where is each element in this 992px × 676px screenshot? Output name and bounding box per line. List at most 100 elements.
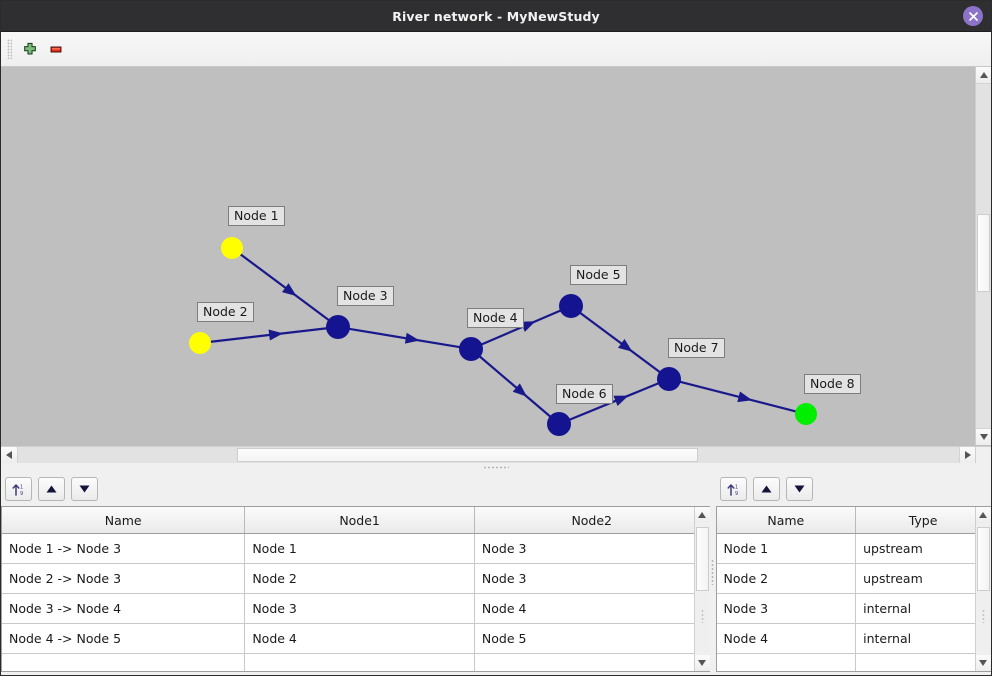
graph-node-label-node-6[interactable]: Node 6: [556, 384, 613, 404]
graph-horizontal-scrollbar[interactable]: [1, 446, 976, 463]
graph-node-label-node-1[interactable]: Node 1: [228, 206, 285, 226]
table-cell[interactable]: [716, 653, 857, 671]
reaches-table-row[interactable]: [2, 653, 710, 671]
table-cell[interactable]: Node 3: [474, 563, 710, 594]
graph-node-node-6[interactable]: [547, 412, 571, 436]
table-cell[interactable]: internal: [855, 623, 991, 654]
graph-node-label-node-5[interactable]: Node 5: [570, 265, 627, 285]
table-cell[interactable]: Node 5: [474, 623, 710, 654]
table-cell[interactable]: upstream: [855, 563, 991, 594]
graph-edge[interactable]: [209, 327, 328, 343]
close-button[interactable]: [963, 6, 983, 26]
scroll-right-button[interactable]: [959, 447, 976, 463]
column-header-node2[interactable]: Node2: [474, 507, 710, 534]
nodes-move-up-button[interactable]: [752, 477, 780, 501]
graph-node-label-node-8[interactable]: Node 8: [804, 374, 861, 394]
graph-edge[interactable]: [478, 355, 552, 418]
table-cell[interactable]: Node 4: [474, 593, 710, 624]
reaches-scroll-up-button[interactable]: [694, 507, 710, 523]
nodes-table-scrollbar[interactable]: [974, 507, 991, 671]
table-cell[interactable]: Node 1 -> Node 3: [2, 533, 246, 564]
nodes-scroll-down-button[interactable]: [975, 655, 991, 671]
reaches-scroll-down-button[interactable]: [694, 655, 710, 671]
table-cell[interactable]: Node 2: [244, 563, 475, 594]
graph-hscroll-thumb[interactable]: [237, 448, 698, 462]
table-cell[interactable]: Node 3: [716, 593, 857, 624]
nodes-scroll-up-button[interactable]: [975, 507, 991, 523]
table-cell[interactable]: Node 4: [244, 623, 475, 654]
table-cell[interactable]: [855, 653, 991, 671]
graph-node-label-node-7[interactable]: Node 7: [668, 338, 725, 358]
toolbar-grip[interactable]: [7, 39, 12, 59]
reaches-move-up-button[interactable]: [38, 477, 65, 501]
graph-node-node-4[interactable]: [459, 337, 483, 361]
graph-edge[interactable]: [579, 311, 661, 374]
table-cell[interactable]: Node 2: [716, 563, 857, 594]
table-cell[interactable]: [474, 653, 710, 671]
graph-node-label-node-3[interactable]: Node 3: [337, 286, 394, 306]
table-cell[interactable]: upstream: [855, 533, 991, 564]
graph-node-label-node-4[interactable]: Node 4: [467, 308, 524, 328]
nodes-move-down-button[interactable]: [785, 477, 813, 501]
graph-edge[interactable]: [568, 382, 660, 421]
table-cell[interactable]: internal: [855, 593, 991, 624]
graph-vertical-scrollbar[interactable]: [975, 67, 991, 445]
graph-node-node-7[interactable]: [657, 367, 681, 391]
add-node-button[interactable]: [17, 36, 43, 62]
graph-edge[interactable]: [679, 380, 797, 413]
nodes-table-row[interactable]: [716, 653, 991, 671]
nodes-scroll-thumb[interactable]: [976, 527, 990, 591]
graph-edge-arrow-icon: [281, 283, 297, 297]
graph-vscroll-thumb[interactable]: [977, 214, 990, 292]
column-header-node1[interactable]: Node1: [244, 507, 475, 534]
column-header-type[interactable]: Type: [855, 507, 991, 534]
table-cell[interactable]: Node 3: [474, 533, 710, 564]
graph-nodes: [189, 237, 817, 436]
reaches-sort-button[interactable]: 1 9: [5, 477, 32, 501]
column-header-name[interactable]: Name: [2, 507, 246, 534]
scroll-up-button[interactable]: [976, 67, 991, 84]
graph-node-node-3[interactable]: [326, 315, 350, 339]
graph-edge[interactable]: [239, 253, 330, 322]
nodes-scroll-track[interactable]: [975, 523, 991, 655]
table-cell[interactable]: Node 3: [244, 593, 475, 624]
table-cell[interactable]: Node 4: [716, 623, 857, 654]
triangle-right-icon: [965, 451, 971, 459]
table-cell[interactable]: Node 4 -> Node 5: [2, 623, 246, 654]
graph-node-node-8[interactable]: [795, 403, 817, 425]
scroll-left-button[interactable]: [1, 447, 18, 463]
table-cell[interactable]: [244, 653, 475, 671]
graph-node-label-node-2[interactable]: Node 2: [197, 302, 254, 322]
remove-node-button[interactable]: [43, 36, 69, 62]
graph-edges: [209, 253, 797, 421]
graph-node-node-5[interactable]: [559, 294, 583, 318]
graph-edge-arrow-icon: [512, 383, 527, 397]
table-cell[interactable]: [2, 653, 246, 671]
column-header-name[interactable]: Name: [716, 507, 857, 534]
graph-node-node-2[interactable]: [189, 332, 211, 354]
vertical-splitter[interactable]: [709, 472, 716, 672]
nodes-sort-button[interactable]: 1 9: [719, 477, 747, 501]
reaches-move-down-button[interactable]: [71, 477, 98, 501]
table-cell[interactable]: Node 2 -> Node 3: [2, 563, 246, 594]
horizontal-splitter[interactable]: [1, 463, 991, 472]
graph-edge[interactable]: [348, 327, 461, 349]
graph-node-node-1[interactable]: [221, 237, 243, 259]
scroll-down-button[interactable]: [976, 428, 991, 445]
reaches-scroll-thumb[interactable]: [695, 527, 709, 591]
table-cell[interactable]: Node 1: [244, 533, 475, 564]
graph-vscroll-track[interactable]: [976, 84, 991, 428]
table-cell[interactable]: Node 1: [716, 533, 857, 564]
reaches-scroll-track[interactable]: [694, 523, 710, 655]
reaches-table-scrollbar[interactable]: [693, 507, 710, 671]
table-cell[interactable]: Node 3 -> Node 4: [2, 593, 246, 624]
